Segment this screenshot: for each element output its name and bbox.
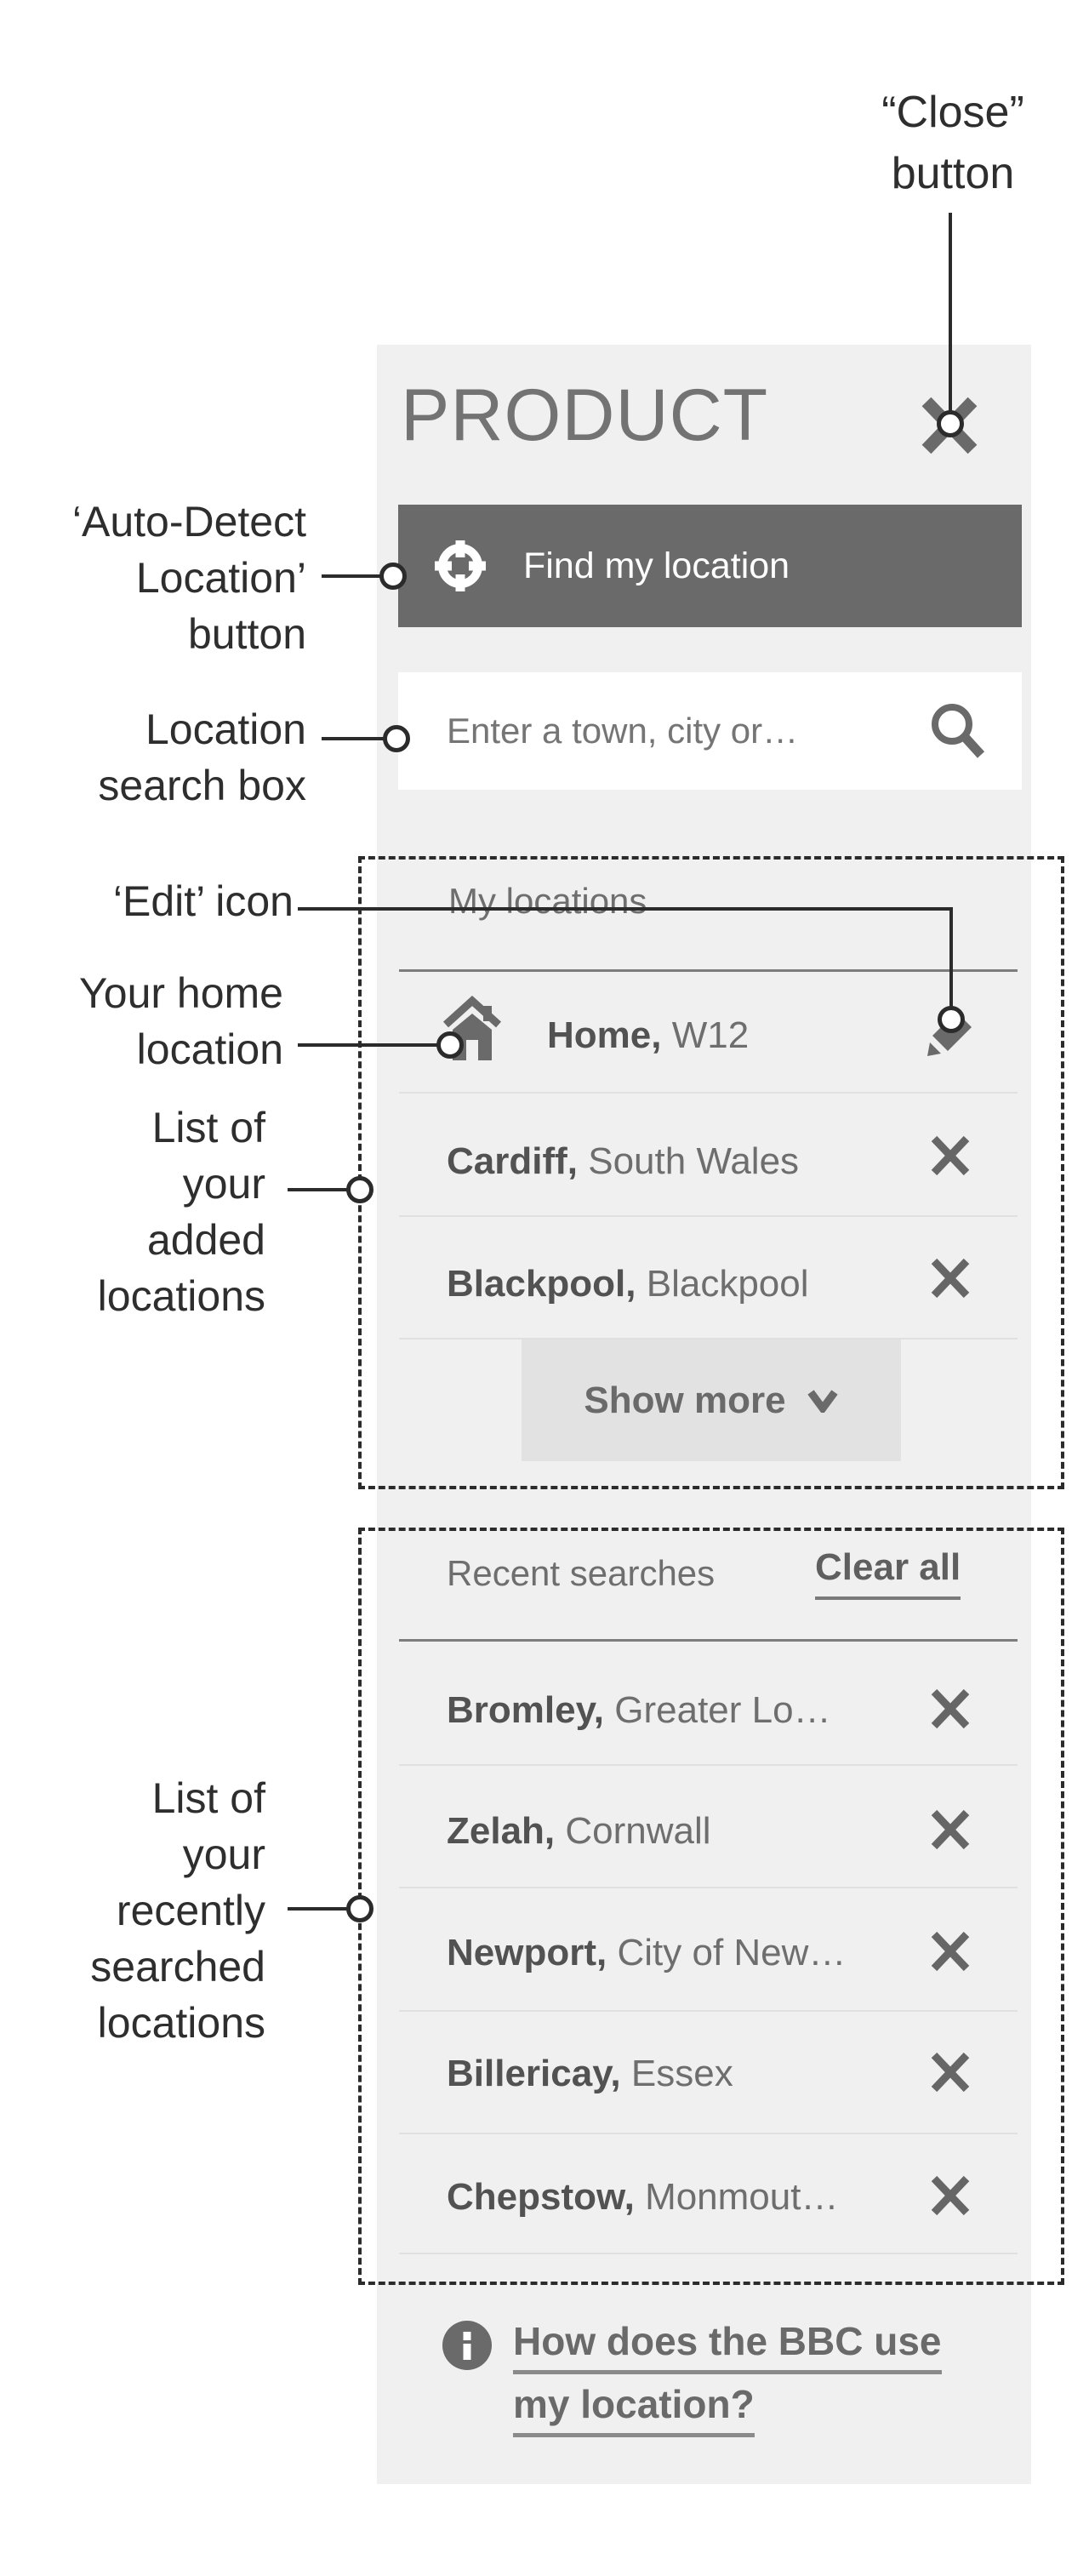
leader-line-home: [298, 1043, 441, 1047]
leader-marker-recent-list: [346, 1895, 373, 1922]
location-name: Chepstow,: [447, 2176, 635, 2218]
chevron-down-icon: [807, 1389, 839, 1415]
divider: [399, 1764, 1018, 1766]
recent-searches-annotation-box: [358, 1528, 1064, 2285]
location-detail: Cornwall: [565, 1810, 711, 1852]
link-line-2[interactable]: my location?: [513, 2379, 755, 2437]
divider: [399, 1215, 1018, 1217]
location-detail: Monmout…: [645, 2176, 839, 2218]
leader-marker-auto-detect: [379, 563, 407, 590]
annotation-recent-list: List of your recently searched locations: [90, 1774, 265, 2047]
added-location-row: Cardiff, South Wales: [447, 1141, 799, 1182]
divider: [399, 2010, 1018, 2012]
how-bbc-uses-location-link: How does the BBC use my location?: [513, 2316, 942, 2442]
leader-line-recent-list: [288, 1907, 351, 1911]
location-name: Cardiff,: [447, 1140, 578, 1182]
location-detail: Essex: [630, 2053, 733, 2094]
find-my-location-button[interactable]: Find my location: [398, 505, 1022, 627]
divider: [399, 1639, 1018, 1642]
home-location-row: Home, W12: [547, 1015, 749, 1056]
locate-crosshair-icon: [430, 535, 491, 597]
location-detail: South Wales: [588, 1140, 800, 1182]
leader-line-edit-vertical: [949, 907, 953, 1011]
annotation-search-box: Location search box: [98, 705, 306, 809]
location-detail: Blackpool: [646, 1263, 809, 1305]
page-title: PRODUCT: [401, 374, 769, 456]
location-name: Billericay,: [447, 2053, 621, 2094]
show-more-button[interactable]: Show more: [522, 1339, 901, 1461]
recent-search-row: Chepstow, Monmout…: [447, 2177, 838, 2218]
divider: [399, 2253, 1018, 2254]
location-name: Zelah,: [447, 1810, 556, 1852]
recent-search-row: Zelah, Cornwall: [447, 1811, 711, 1852]
leader-line-search-box: [322, 737, 385, 740]
divider: [399, 1338, 1018, 1339]
annotation-home-location: Your home location: [79, 969, 283, 1073]
location-detail: City of New…: [617, 1932, 847, 1973]
divider: [399, 2133, 1018, 2134]
link-line-1[interactable]: How does the BBC use: [513, 2316, 942, 2374]
annotation-edit-icon: ‘Edit’ icon: [112, 877, 294, 925]
added-location-row: Blackpool, Blackpool: [447, 1264, 809, 1305]
leader-marker-search-box: [383, 725, 410, 752]
leader-line-added-list: [288, 1188, 351, 1191]
location-name: Bromley,: [447, 1689, 605, 1731]
remove-recent-icon[interactable]: [929, 2050, 972, 2094]
location-detail: W12: [671, 1014, 750, 1056]
location-name: Blackpool,: [447, 1263, 636, 1305]
annotation-added-list: List of your added locations: [97, 1104, 265, 1320]
location-search-box: [398, 672, 1022, 790]
my-locations-annotation-box: [358, 856, 1064, 1489]
remove-recent-icon[interactable]: [929, 1808, 972, 1852]
leader-line-close: [949, 213, 952, 412]
location-detail: Greater Lo…: [614, 1689, 831, 1731]
divider: [399, 1092, 1018, 1094]
remove-location-icon[interactable]: [929, 1134, 972, 1178]
leader-marker-home: [436, 1031, 464, 1059]
location-name: Home,: [547, 1014, 662, 1056]
remove-recent-icon[interactable]: [929, 1929, 972, 1973]
leader-marker-close: [937, 410, 964, 437]
leader-marker-edit: [938, 1006, 965, 1033]
clear-all-button[interactable]: Clear all: [815, 1546, 961, 1600]
leader-marker-added-list: [346, 1176, 373, 1203]
annotation-close: “Close” button: [881, 88, 1024, 198]
recent-searches-header: Recent searches: [447, 1553, 716, 1593]
my-locations-header: My locations: [448, 881, 647, 921]
leader-line-edit-horizontal: [298, 907, 953, 911]
search-icon[interactable]: [927, 700, 989, 762]
remove-location-icon[interactable]: [929, 1256, 972, 1300]
show-more-label: Show more: [584, 1379, 786, 1421]
find-my-location-label: Find my location: [523, 545, 790, 586]
recent-search-row: Newport, City of New…: [447, 1933, 846, 1973]
remove-recent-icon[interactable]: [929, 1687, 972, 1731]
annotation-auto-detect: ‘Auto-Detect Location’ button: [71, 498, 306, 658]
remove-recent-icon[interactable]: [929, 2173, 972, 2218]
recent-search-row: Bromley, Greater Lo…: [447, 1690, 831, 1731]
divider: [399, 1887, 1018, 1888]
location-name: Newport,: [447, 1932, 607, 1973]
leader-line-auto-detect: [322, 574, 381, 578]
divider: [399, 969, 1018, 972]
info-icon: [442, 2321, 492, 2370]
location-picker-panel: PRODUCT Find my location: [377, 345, 1031, 2484]
recent-search-row: Billericay, Essex: [447, 2053, 733, 2094]
search-input[interactable]: [447, 711, 927, 751]
